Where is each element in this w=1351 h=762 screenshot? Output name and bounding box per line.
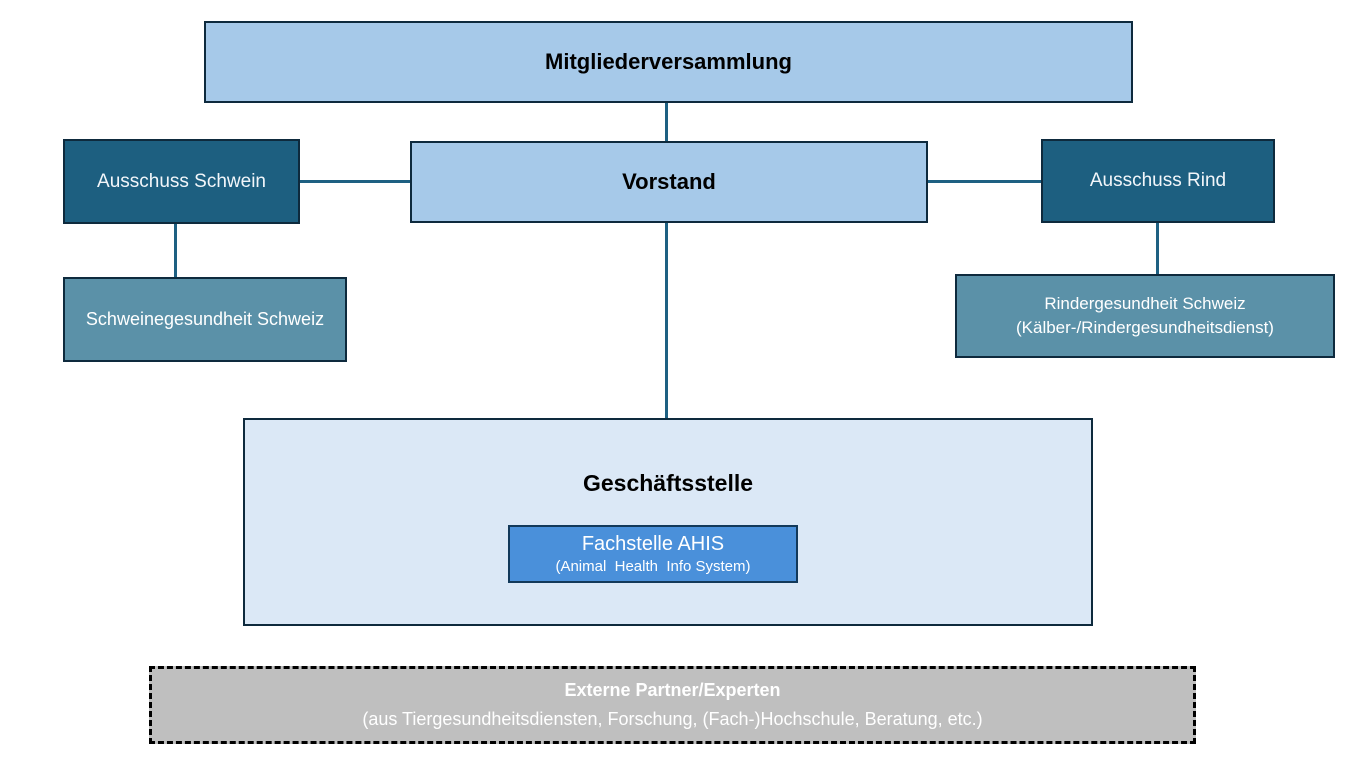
node-mitgliederversammlung-label: Mitgliederversammlung xyxy=(545,49,792,74)
node-ausschuss-rind: Ausschuss Rind xyxy=(1041,139,1275,223)
node-fachstelle-ahis-label: Fachstelle AHIS xyxy=(581,533,725,555)
node-ausschuss-rind-label: Ausschuss Rind xyxy=(1089,170,1227,191)
node-externe-partner: Externe Partner/Experten (aus Tiergesund… xyxy=(149,666,1196,744)
connector-mitglieder-vorstand xyxy=(665,103,668,141)
node-externe-partner-label: Externe Partner/Experten xyxy=(564,680,781,700)
node-fachstelle-ahis-subtitle: (Animal Health Info System) xyxy=(555,558,751,575)
node-schweinegesundheit: Schweinegesundheit Schweiz xyxy=(63,277,347,362)
node-externe-partner-subtitle: (aus Tiergesundheitsdiensten, Forschung,… xyxy=(362,709,983,729)
connector-vorstand-ausschuss-rind xyxy=(928,180,1041,183)
connector-ausschuss-schwein-schweinegesundheit xyxy=(174,224,177,277)
node-geschaeftsstelle: Geschäftsstelle Fachstelle AHIS (Animal … xyxy=(243,418,1093,626)
node-vorstand-label: Vorstand xyxy=(622,169,716,194)
node-ausschuss-schwein: Ausschuss Schwein xyxy=(63,139,300,224)
node-rindergesundheit-line2: (Kälber-/Rindergesundheitsdienst) xyxy=(1016,318,1274,337)
node-schweinegesundheit-label: Schweinegesundheit Schweiz xyxy=(85,309,325,329)
node-mitgliederversammlung: Mitgliederversammlung xyxy=(204,21,1133,103)
node-ausschuss-schwein-label: Ausschuss Schwein xyxy=(97,170,266,192)
connector-ausschuss-schwein-vorstand xyxy=(300,180,410,183)
node-geschaeftsstelle-label: Geschäftsstelle xyxy=(582,470,754,496)
connector-vorstand-geschaeftsstelle xyxy=(665,223,668,418)
node-vorstand: Vorstand xyxy=(410,141,928,223)
node-rindergesundheit: Rindergesundheit Schweiz (Kälber-/Rinder… xyxy=(955,274,1335,358)
connector-ausschuss-rind-rindergesundheit xyxy=(1156,223,1159,274)
node-fachstelle-ahis: Fachstelle AHIS (Animal Health Info Syst… xyxy=(508,525,798,583)
node-rindergesundheit-line1: Rindergesundheit Schweiz xyxy=(1044,294,1246,313)
